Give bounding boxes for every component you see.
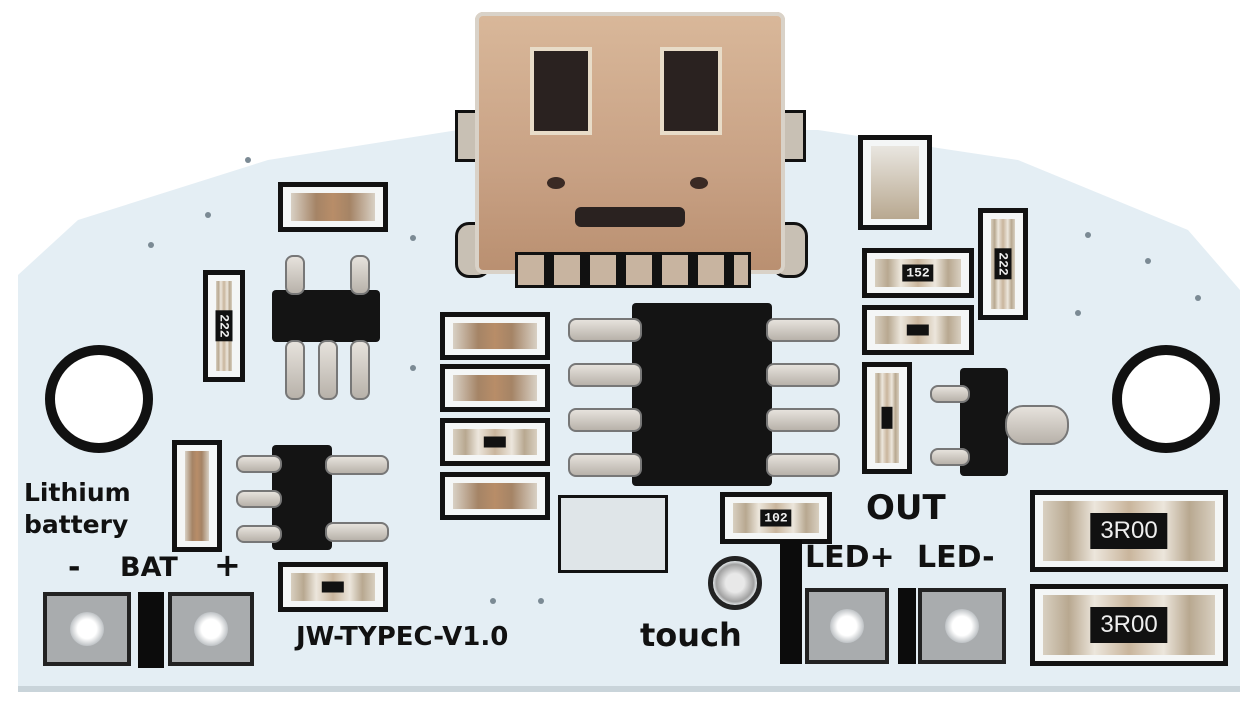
usb-signal-pins: [515, 252, 751, 288]
capacitor: [440, 312, 550, 360]
battery-plus-pad[interactable]: [168, 592, 254, 666]
resistor-222-right: 222: [978, 208, 1028, 320]
bat-minus-label: -: [68, 550, 81, 585]
pad-separator: [138, 592, 164, 668]
empty-footprint: [558, 495, 668, 573]
via: [205, 212, 211, 218]
led-plus-label: LED+: [805, 540, 895, 575]
via: [490, 598, 496, 604]
resistor: [440, 418, 550, 466]
via: [1085, 232, 1091, 238]
out-trace: [780, 540, 802, 664]
usb-shell-tab: [782, 110, 806, 162]
battery-label: battery: [24, 510, 129, 539]
via: [1075, 310, 1081, 316]
resistor: [862, 362, 912, 474]
via: [538, 598, 544, 604]
resistor-102: 102: [720, 492, 832, 544]
resistor: [862, 305, 974, 355]
lithium-label: Lithium: [24, 478, 131, 507]
indicator-led: [858, 135, 932, 230]
via: [1145, 258, 1151, 264]
led-minus-pad[interactable]: [918, 588, 1006, 664]
sense-resistor-3r00-bottom: 3R00: [1030, 584, 1228, 666]
via: [410, 365, 416, 371]
sot23-ic-battery: [272, 445, 332, 550]
via: [1195, 295, 1201, 301]
mounting-hole-right: [1112, 345, 1220, 453]
resistor-222-left: 222: [203, 270, 245, 382]
touch-label: touch: [640, 616, 742, 654]
sot23-ic: [272, 290, 380, 342]
capacitor: [440, 472, 550, 520]
touch-sensor-pad[interactable]: [708, 556, 762, 610]
capacitor: [278, 182, 388, 232]
via: [148, 242, 154, 248]
resistor-152: 152: [862, 248, 974, 298]
out-label: OUT: [866, 488, 946, 528]
board-model-label: JW-TYPEC-V1.0: [296, 622, 509, 652]
battery-minus-pad[interactable]: [43, 592, 131, 666]
resistor: [278, 562, 388, 612]
capacitor: [440, 364, 550, 412]
mounting-hole-left: [45, 345, 153, 453]
usb-type-c-connector[interactable]: [475, 12, 785, 274]
via: [410, 235, 416, 241]
soic8-charger-ic: [632, 303, 772, 486]
led-minus-label: LED-: [917, 540, 995, 575]
via: [245, 157, 251, 163]
capacitor-battery: [172, 440, 222, 552]
sense-resistor-3r00-top: 3R00: [1030, 490, 1228, 572]
led-plus-pad[interactable]: [805, 588, 889, 664]
pcb-edge: [18, 686, 1240, 692]
bat-plus-label: +: [214, 546, 241, 584]
pad-separator: [898, 588, 916, 664]
bat-label: BAT: [120, 552, 178, 583]
